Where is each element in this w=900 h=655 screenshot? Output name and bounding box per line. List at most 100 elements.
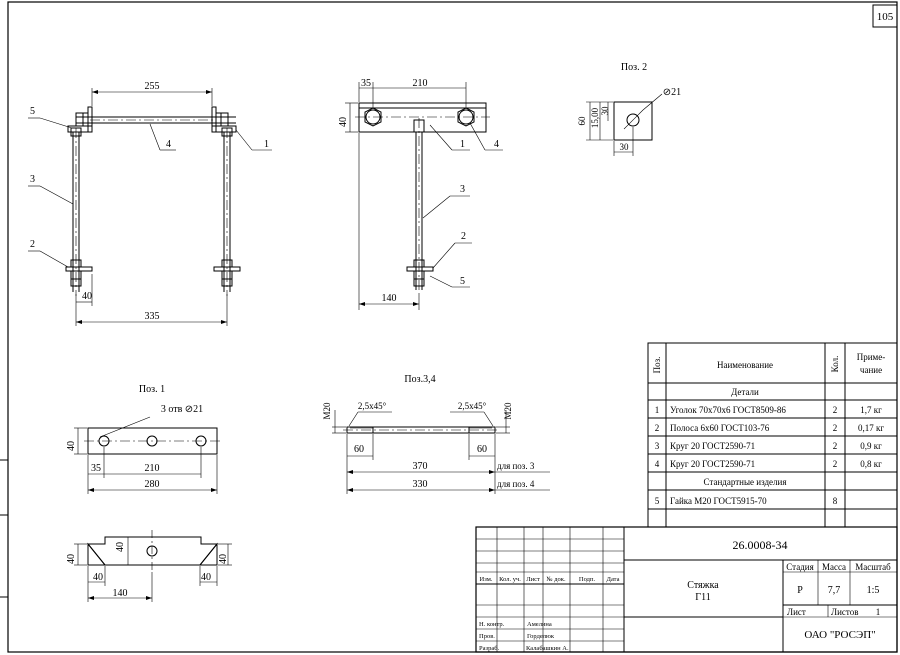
leader	[483, 411, 494, 427]
h-scale: Масштаб	[855, 562, 891, 572]
nut	[70, 259, 82, 268]
dim-35: 35	[91, 463, 101, 474]
col-izm: Изм.	[480, 576, 493, 583]
leader	[235, 129, 253, 151]
section-parts: Детали	[731, 387, 759, 397]
callout-2: 2	[30, 239, 35, 250]
leader	[39, 185, 74, 205]
page-number: 105	[877, 11, 894, 23]
col-list: Лист	[526, 576, 540, 583]
row-note: 0,17 кг	[858, 423, 884, 433]
nut	[221, 127, 233, 137]
detail-pos34: Поз.3,4 M20 M20 2,5x45° 2,5x45° 60 60	[322, 374, 550, 494]
dim-35: 35	[361, 78, 371, 89]
h-note-1: Приме-	[857, 352, 886, 362]
left-angle-leg	[87, 106, 93, 133]
nut	[220, 112, 229, 127]
sheet-border	[7, 1, 898, 653]
row-note: 1,7 кг	[860, 405, 882, 415]
callout-3: 3	[460, 184, 465, 195]
nut	[70, 127, 82, 137]
leader	[429, 275, 453, 288]
callout-4: 4	[494, 139, 499, 150]
dim-60: 60	[577, 116, 587, 126]
dim-40c: 40	[201, 572, 211, 583]
m20-left: M20	[322, 402, 332, 420]
dim-255: 255	[145, 81, 160, 92]
leader	[623, 109, 644, 130]
row-qty: 2	[833, 459, 838, 469]
h-pos: Поз.	[652, 357, 662, 374]
doc-name-2: Г11	[695, 592, 710, 603]
dim-30-v: 30	[600, 106, 610, 116]
bevel-left	[87, 542, 107, 566]
pos1-title: Поз. 1	[139, 384, 165, 395]
dim-arrows	[359, 302, 419, 306]
sheets-count: 1	[876, 607, 881, 617]
detail-pos2: Поз. 2 ⊘21 60 15,00 30 30	[577, 62, 681, 156]
mass: 7,7	[828, 585, 841, 596]
nut	[413, 278, 425, 287]
detail-pos1: Поз. 1 3 отв ⊘21 40 35 210 280	[66, 384, 222, 494]
person-3: Калабашкин А.	[526, 645, 569, 652]
callout-1: 1	[460, 139, 465, 150]
row-name: Круг 20 ГОСТ2590-71	[670, 441, 755, 451]
nut	[215, 112, 222, 127]
row-qty: 2	[833, 441, 838, 451]
nut-left	[364, 107, 382, 127]
row-note: 0,9 кг	[860, 441, 882, 451]
dim-60-left: 60	[354, 444, 364, 455]
pos34-title: Поз.3,4	[404, 374, 435, 385]
h-qty: Кол.	[830, 356, 840, 373]
row-qty: 8	[833, 496, 838, 506]
chamfer-right: 2,5x45°	[458, 401, 487, 411]
pos2-hole	[626, 113, 640, 127]
leader	[39, 117, 73, 129]
nut	[221, 278, 233, 287]
dim-140: 140	[382, 293, 397, 304]
nut	[70, 278, 82, 287]
leader	[432, 242, 456, 269]
role-razrab: Разраб.	[479, 645, 500, 652]
front-view: 255 40 335 5 4 1 3 2	[28, 81, 272, 326]
leader	[348, 411, 359, 427]
row-pos: 2	[655, 423, 660, 433]
plate	[406, 266, 434, 272]
dim-330: 330	[413, 479, 428, 490]
bevel-right	[198, 542, 218, 566]
scale: 1:5	[867, 585, 880, 596]
leader	[429, 124, 453, 151]
row-note: 0,8 кг	[860, 459, 882, 469]
leader	[642, 93, 663, 111]
dim-210: 210	[145, 463, 160, 474]
doc-name-1: Стяжка	[687, 580, 719, 591]
dim-40: 40	[338, 117, 349, 127]
for-pos4: для поз. 4	[497, 479, 535, 489]
dim-335: 335	[145, 311, 160, 322]
row-pos: 5	[655, 496, 660, 506]
dim-40: 40	[66, 441, 77, 451]
dim-280: 280	[145, 479, 160, 490]
pos2-title: Поз. 2	[621, 62, 647, 73]
leader	[469, 122, 486, 151]
leader	[39, 250, 69, 268]
h-note-2: чание	[860, 365, 882, 375]
callout-5: 5	[460, 276, 465, 287]
leader	[149, 123, 161, 151]
dim-210: 210	[413, 78, 428, 89]
dim-40b: 40	[93, 572, 103, 583]
nut	[82, 112, 89, 127]
dim-140: 140	[113, 588, 128, 599]
callout-5: 5	[30, 106, 35, 117]
row-pos: 3	[655, 441, 660, 451]
h-stage: Стадия	[786, 562, 813, 572]
organization: ОАО "РОСЭП"	[804, 629, 875, 641]
page-number-box	[872, 4, 898, 28]
row-qty: 2	[833, 405, 838, 415]
row-name: Гайка М20 ГОСТ5915-70	[670, 496, 767, 506]
dim-40r: 40	[218, 554, 229, 564]
right-angle-leg	[211, 106, 217, 133]
role-prov: Пров.	[479, 633, 495, 640]
title-block: Изм. Кол. уч. Лист № док. Подп. Дата Н. …	[475, 526, 898, 653]
section-std: Стандартные изделия	[704, 477, 787, 487]
